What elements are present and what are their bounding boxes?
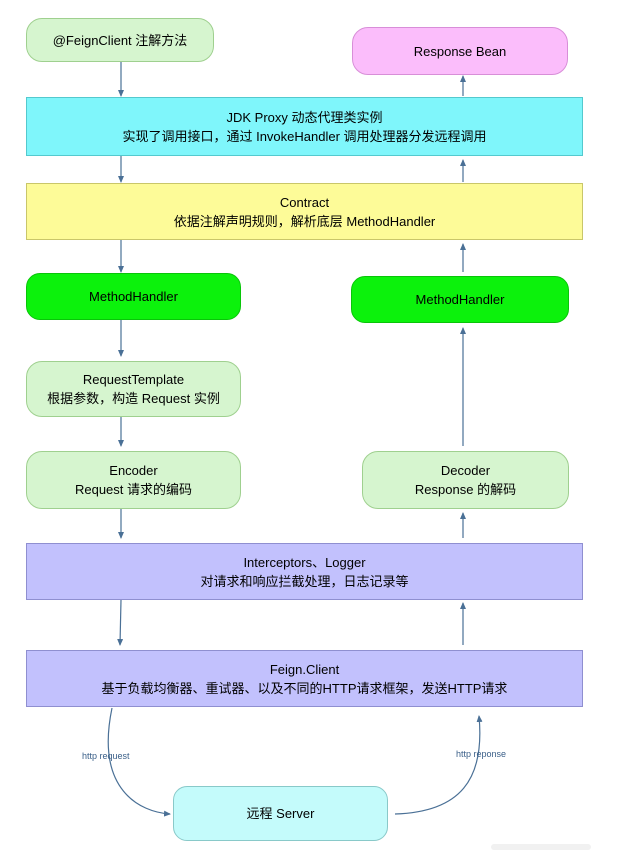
request-template-node: RequestTemplate 根据参数，构造 Request 实例	[26, 361, 241, 417]
method-handler-left-node: MethodHandler	[26, 273, 241, 320]
contract-description: 依据注解声明规则，解析底层 MethodHandler	[173, 213, 436, 229]
feign-client-node: Feign.Client 基于负载均衡器、重试器、以及不同的HTTP请求框架，发…	[26, 650, 583, 707]
feign-client-annotation-label: @FeignClient 注解方法	[52, 32, 188, 48]
contract-node: Contract 依据注解声明规则，解析底层 MethodHandler	[26, 183, 583, 240]
watermark	[491, 844, 591, 850]
remote-server-node: 远程 Server	[173, 786, 388, 841]
http-response-label: http reponse	[456, 749, 507, 759]
decoder-node: Decoder Response 的解码	[362, 451, 569, 509]
arrow-http-response-curve	[394, 715, 483, 815]
interceptors-description: 对请求和响应拦截处理，日志记录等	[200, 573, 409, 589]
interceptors-title: Interceptors、Logger	[243, 554, 366, 570]
jdk-proxy-title: JDK Proxy 动态代理类实例	[226, 109, 383, 125]
feign-client-title: Feign.Client	[269, 661, 340, 677]
encoder-title: Encoder	[109, 463, 158, 478]
arrow-interceptors-to-client	[117, 599, 124, 646]
method-handler-left-label: MethodHandler	[89, 289, 178, 304]
feign-client-annotation-node: @FeignClient 注解方法	[26, 18, 214, 62]
remote-server-label: 远程 Server	[246, 806, 315, 821]
response-bean-node: Response Bean	[352, 27, 568, 75]
method-handler-right-node: MethodHandler	[351, 276, 569, 323]
decoder-description: Response 的解码	[414, 482, 517, 497]
encoder-node: Encoder Request 请求的编码	[26, 451, 241, 509]
response-bean-label: Response Bean	[413, 43, 507, 59]
feign-client-description: 基于负载均衡器、重试器、以及不同的HTTP请求框架，发送HTTP请求	[101, 680, 508, 696]
contract-title: Contract	[279, 194, 330, 210]
request-template-description: 根据参数，构造 Request 实例	[47, 391, 220, 406]
http-request-label: http request	[82, 751, 130, 761]
arrow-http-request-curve	[107, 707, 171, 817]
request-template-title: RequestTemplate	[82, 372, 185, 387]
encoder-description: Request 请求的编码	[74, 482, 193, 497]
jdk-proxy-node: JDK Proxy 动态代理类实例 实现了调用接口，通过 InvokeHandl…	[26, 97, 583, 156]
interceptors-node: Interceptors、Logger 对请求和响应拦截处理，日志记录等	[26, 543, 583, 600]
method-handler-right-label: MethodHandler	[415, 292, 505, 307]
jdk-proxy-description: 实现了调用接口，通过 InvokeHandler 调用处理器分发远程调用	[122, 128, 487, 144]
decoder-title: Decoder	[440, 463, 491, 478]
